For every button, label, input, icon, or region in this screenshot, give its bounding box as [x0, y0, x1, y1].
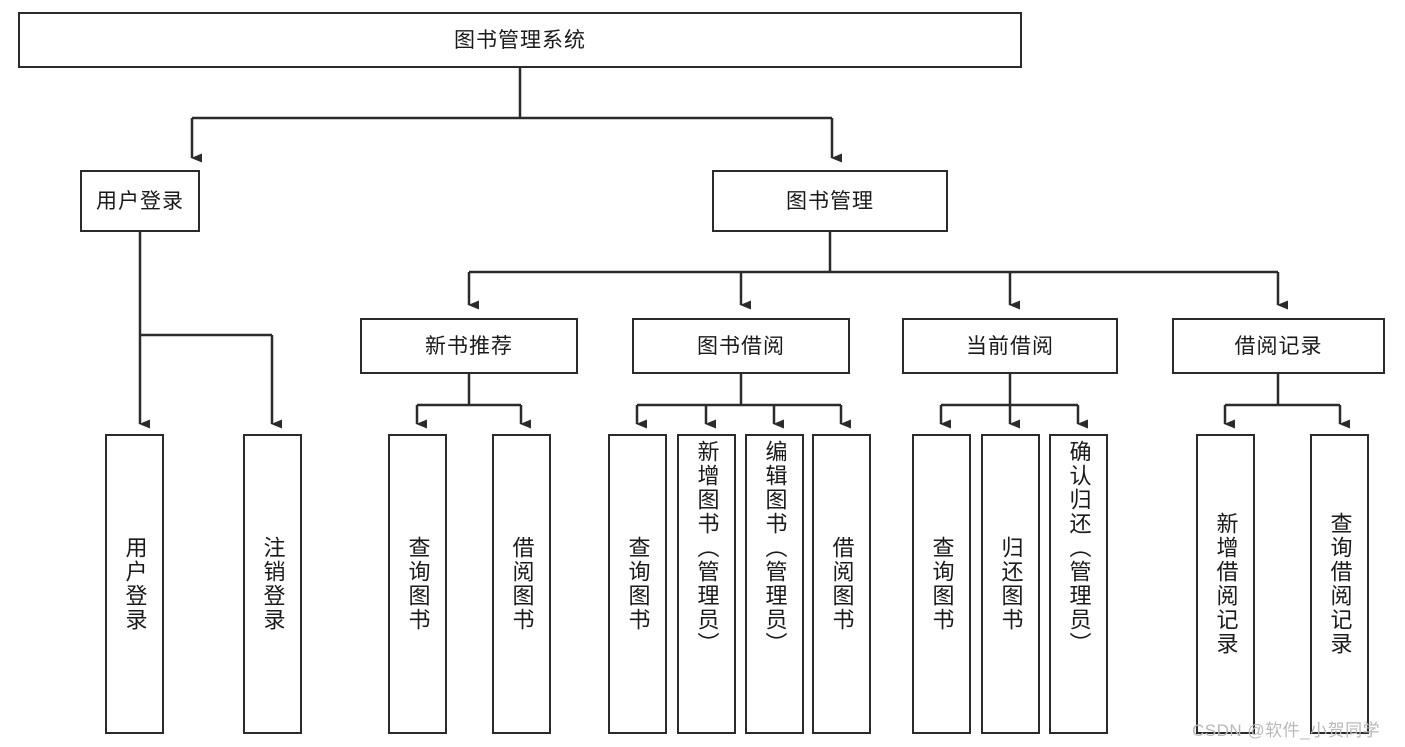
node-borrow-record[interactable]: 借阅记录 — [1172, 318, 1385, 374]
node-label: 新增借阅记录 — [1213, 512, 1239, 656]
leaf-text-wrap: 确认归还（管理员） — [1066, 436, 1092, 732]
node-label: 图书借阅 — [697, 334, 785, 358]
node-new-book-recommend[interactable]: 新书推荐 — [360, 318, 578, 374]
node-label: 借阅记录 — [1234, 334, 1323, 358]
leaf-text-wrap: 借阅图书 — [829, 436, 855, 732]
node-label: 归还图书 — [998, 536, 1024, 632]
node-label: 查询图书 — [405, 536, 431, 632]
node-current-borrow[interactable]: 当前借阅 — [902, 318, 1118, 374]
leaf-edit-book-admin[interactable]: 编辑图书（管理员） — [745, 434, 804, 734]
leaf-text-wrap: 新增借阅记录 — [1213, 436, 1239, 732]
node-label: 图书管理 — [786, 189, 874, 213]
node-label: 确认归还（管理员） — [1066, 440, 1092, 656]
leaf-add-borrow-record[interactable]: 新增借阅记录 — [1196, 434, 1255, 734]
leaf-borrow-book[interactable]: 借阅图书 — [812, 434, 871, 734]
node-label: 查询图书 — [625, 536, 651, 632]
leaf-text-wrap: 借阅图书 — [509, 436, 535, 732]
leaf-query-book-borrow[interactable]: 查询图书 — [608, 434, 667, 734]
node-label: 当前借阅 — [966, 334, 1054, 358]
leaf-text-wrap: 查询图书 — [625, 436, 651, 732]
leaf-query-book-recommend[interactable]: 查询图书 — [388, 434, 447, 734]
leaf-text-wrap: 新增图书（管理员） — [694, 436, 720, 732]
node-label: 用户登录 — [122, 536, 148, 632]
leaf-query-book-current[interactable]: 查询图书 — [912, 434, 971, 734]
node-label: 新增图书（管理员） — [694, 440, 720, 656]
leaf-text-wrap: 查询图书 — [405, 436, 431, 732]
leaf-text-wrap: 查询借阅记录 — [1327, 436, 1353, 732]
node-label: 借阅图书 — [509, 536, 535, 632]
leaf-add-book-admin[interactable]: 新增图书（管理员） — [677, 434, 736, 734]
node-label: 编辑图书（管理员） — [762, 440, 788, 656]
leaf-text-wrap: 归还图书 — [998, 436, 1024, 732]
leaf-return-book[interactable]: 归还图书 — [981, 434, 1040, 734]
leaf-text-wrap: 查询图书 — [929, 436, 955, 732]
node-label: 注销登录 — [260, 536, 286, 632]
node-label: 借阅图书 — [829, 536, 855, 632]
leaf-logout-login[interactable]: 注销登录 — [243, 434, 302, 734]
node-label: 查询图书 — [929, 536, 955, 632]
node-user-login[interactable]: 用户登录 — [80, 170, 200, 232]
node-label: 新书推荐 — [425, 334, 513, 358]
leaf-text-wrap: 用户登录 — [122, 436, 148, 732]
node-book-management[interactable]: 图书管理 — [712, 170, 948, 232]
leaf-confirm-return-admin[interactable]: 确认归还（管理员） — [1049, 434, 1108, 734]
node-label: 图书管理系统 — [454, 28, 586, 52]
node-label: 查询借阅记录 — [1327, 512, 1353, 656]
leaf-borrow-book-recommend[interactable]: 借阅图书 — [492, 434, 551, 734]
node-label: 用户登录 — [96, 189, 184, 213]
leaf-text-wrap: 注销登录 — [260, 436, 286, 732]
node-root-book-management-system[interactable]: 图书管理系统 — [18, 12, 1022, 68]
leaf-text-wrap: 编辑图书（管理员） — [762, 436, 788, 732]
node-book-borrow[interactable]: 图书借阅 — [632, 318, 850, 374]
leaf-query-borrow-record[interactable]: 查询借阅记录 — [1310, 434, 1369, 734]
leaf-user-login[interactable]: 用户登录 — [105, 434, 164, 734]
